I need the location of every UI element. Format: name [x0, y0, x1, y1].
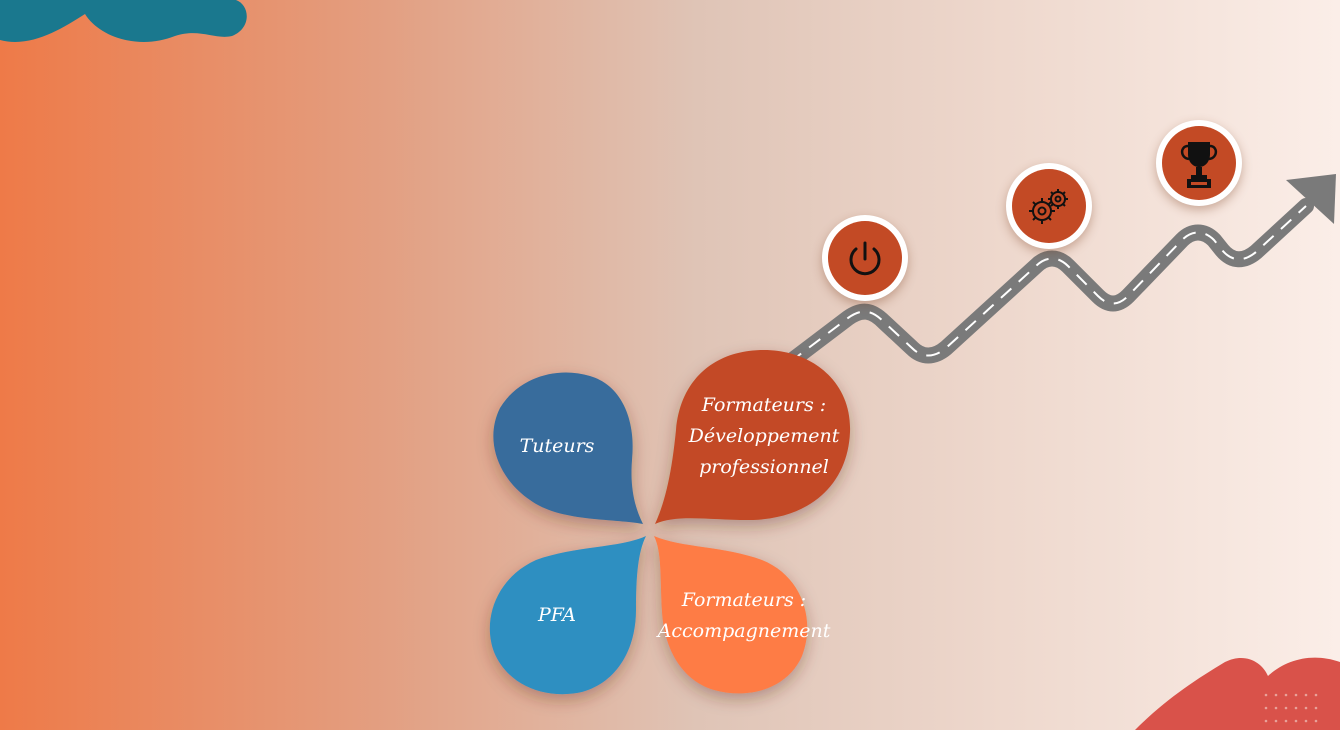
red-blob-decoration: [1135, 657, 1340, 730]
label-dev-pro-line3: professionnel: [699, 456, 829, 478]
arrow-head: [1286, 174, 1336, 224]
milestone-process: [1006, 163, 1092, 249]
label-accompagnement: Formateurs : Accompagnement: [656, 585, 832, 647]
label-tuteurs: Tuteurs: [519, 435, 595, 457]
milestone-start: [822, 215, 908, 301]
trophy-icon: [1180, 142, 1218, 188]
gears-icon: [1029, 189, 1068, 224]
road-path: [782, 174, 1336, 370]
label-dev-pro-line1: Formateurs :: [701, 394, 827, 416]
petal-dev-pro: [655, 350, 851, 524]
label-pfa: PFA: [537, 604, 577, 626]
milestone-goal: [1156, 120, 1242, 206]
label-dev-pro: Formateurs : Développement professionnel: [686, 390, 842, 483]
dot-grid-decoration: [1264, 693, 1318, 723]
power-icon: [849, 241, 881, 276]
petal-pfa: [489, 536, 646, 695]
label-accompagnement-line2: Accompagnement: [657, 620, 831, 642]
teal-blob-decoration: [0, 0, 247, 42]
petal-accompagnement: [654, 536, 808, 694]
petal-tuteurs: [493, 372, 643, 524]
label-dev-pro-line2: Développement: [688, 425, 840, 447]
label-accompagnement-line1: Formateurs :: [681, 589, 807, 611]
